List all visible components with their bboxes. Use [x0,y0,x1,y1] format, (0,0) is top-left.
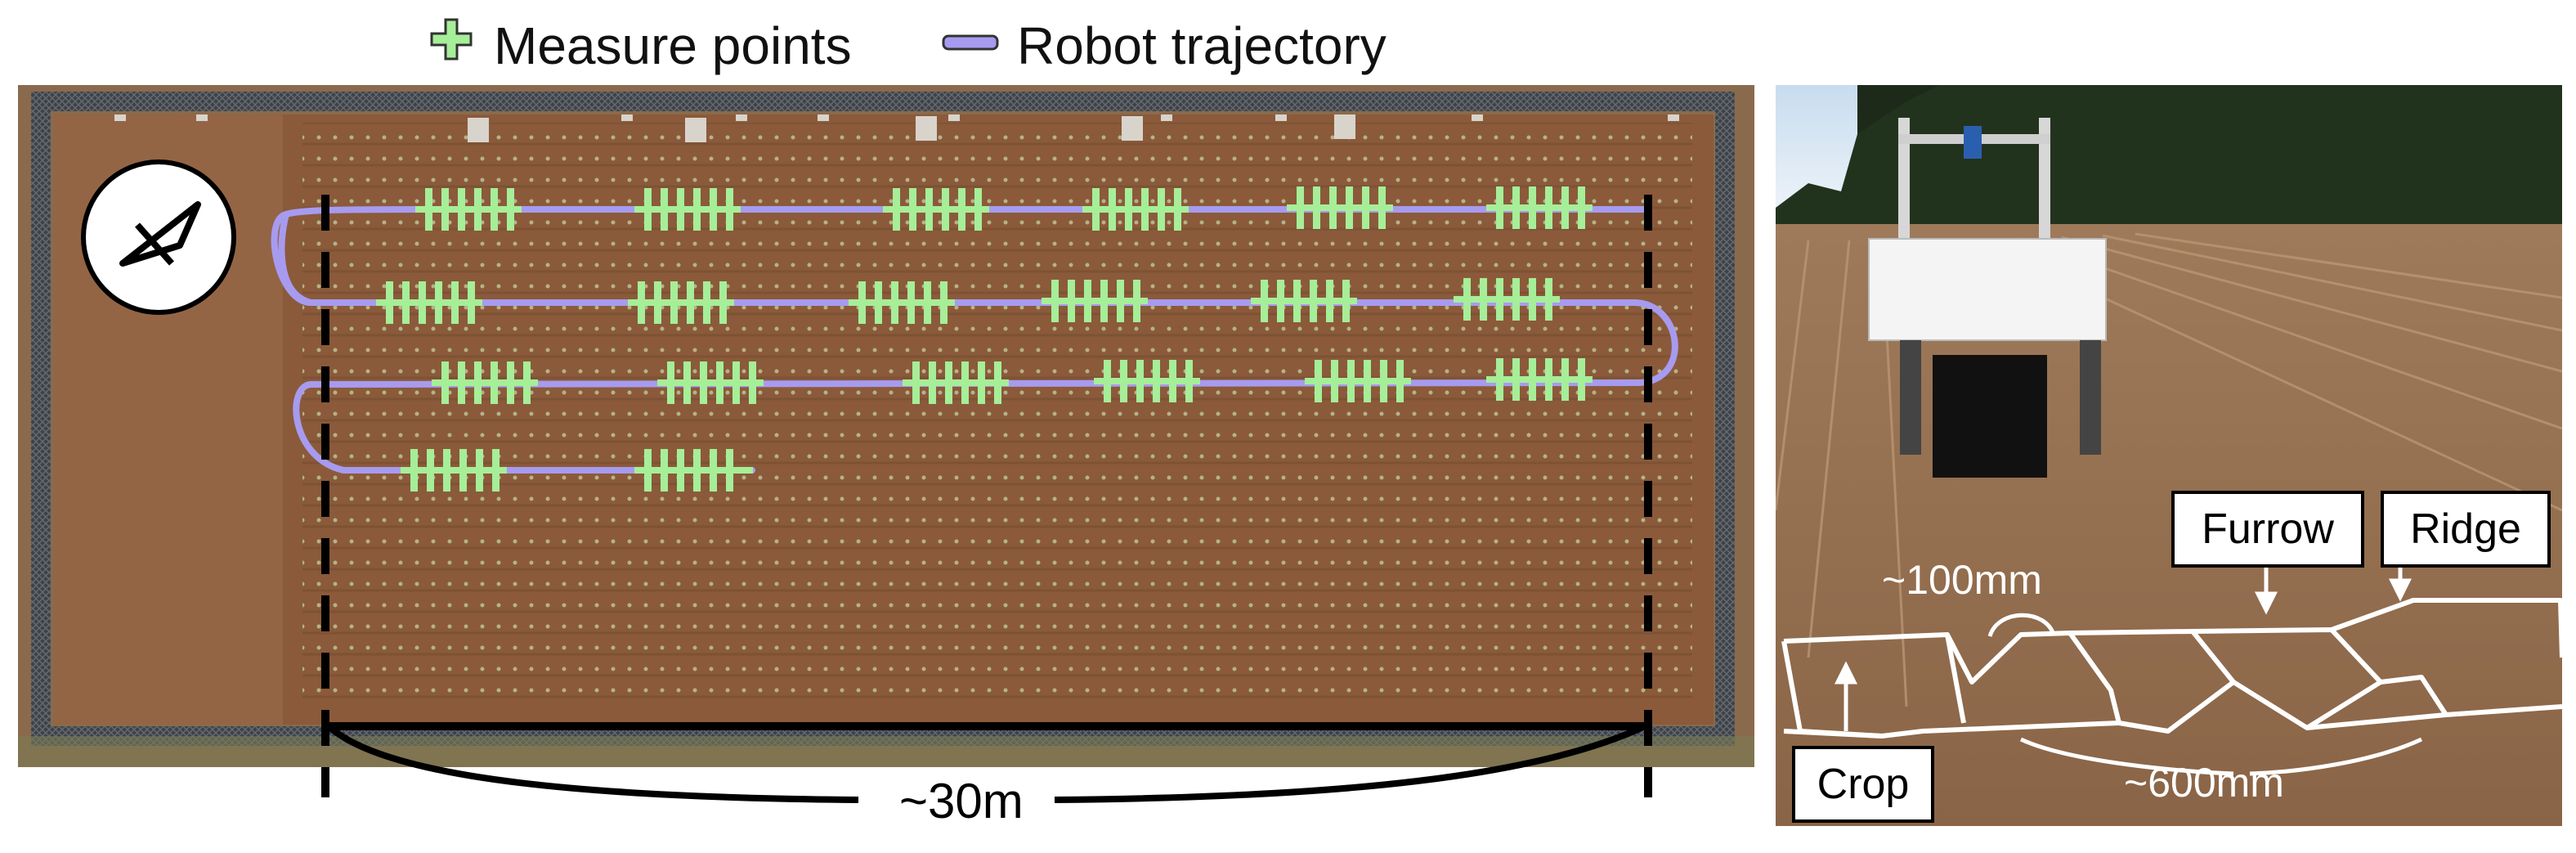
robot-trajectory-legend-icon [942,34,999,51]
field-photo [1776,85,2562,826]
gap-label: ~100mm [1882,557,2042,603]
robot-trajectory-label: Robot trajectory [1017,16,1387,75]
measure-points-legend-icon [430,18,473,61]
north-arrow-icon [81,159,236,315]
field-robot [1868,118,2107,478]
field-crop-rows [302,123,1692,700]
gap-indicator-arc [1987,613,2056,637]
ridge-furrow-outlines [1781,598,2562,739]
crop-label: Crop [1792,746,1934,823]
scale-brace [326,723,1646,803]
scale-label: ~30m [899,774,1024,828]
aerial-field-map [18,85,1754,803]
ridge-label: Ridge [2381,491,2551,568]
measure-points-label: Measure points [494,16,852,75]
measure-points [376,186,1593,492]
width-brace [2019,737,2423,776]
fence-posts [114,114,1679,142]
width-label: ~600mm [2124,760,2284,806]
grass-strip [18,736,1754,767]
furrow-label: Furrow [2171,491,2364,568]
robot-trajectory-path-start [278,213,312,306]
